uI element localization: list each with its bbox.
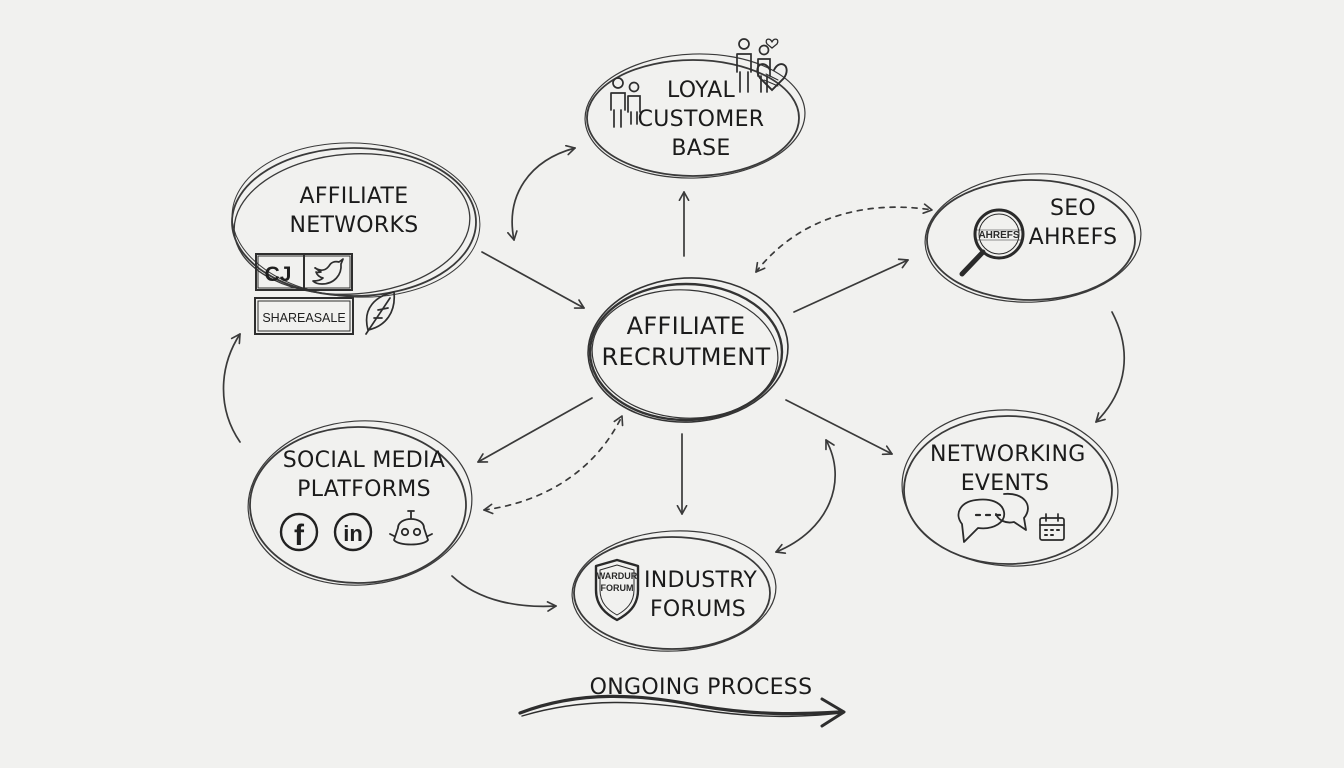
couple-heart-icon bbox=[736, 38, 788, 93]
node-label-line: INDUSTRY bbox=[644, 568, 758, 593]
node-label-line: BASE bbox=[671, 136, 731, 161]
node-label-line: NETWORKS bbox=[289, 213, 419, 238]
linkedin-icon bbox=[333, 512, 373, 552]
ongoing-process-label: ONGOING PROCESS bbox=[589, 675, 813, 700]
facebook-letter: f bbox=[294, 519, 305, 552]
node-label-line: NETWORKING bbox=[930, 442, 1086, 467]
node-label-networking-events: NETWORKING EVENTS bbox=[930, 440, 1086, 498]
arrow-social-to-forums bbox=[451, 575, 557, 612]
node-ellipse-social bbox=[247, 420, 473, 586]
arrow-networks-to-center bbox=[481, 251, 585, 309]
robot-icon bbox=[389, 510, 433, 546]
node-label-social-media-platforms: SOCIAL MEDIA PLATFORMS bbox=[272, 446, 456, 504]
shield-icon bbox=[594, 558, 640, 622]
node-label-line: SOCIAL MEDIA bbox=[282, 448, 446, 473]
linkedin-letters: in bbox=[343, 521, 363, 546]
node-ellipse-loyal bbox=[584, 53, 806, 179]
logo-boxes bbox=[254, 253, 354, 335]
node-label-seo-ahrefs: SEO AHREFS bbox=[1026, 194, 1120, 252]
node-label-loyal-customer-base: LOYAL CUSTOMER BASE bbox=[636, 76, 766, 163]
arrow-networking-forums bbox=[775, 439, 836, 554]
node-label-affiliate-networks: AFFILIATE NETWORKS bbox=[282, 182, 426, 240]
node-label-affiliate-recruitment: AFFILIATE RECRUTMENT bbox=[586, 311, 786, 373]
arrow-social-center-dashed bbox=[483, 415, 624, 515]
node-label-line: EVENTS bbox=[960, 471, 1050, 496]
node-ellipse-networks bbox=[231, 142, 481, 298]
magnifier-text: AHREFS bbox=[978, 230, 1019, 241]
node-label-industry-forums: INDUSTRY FORUMS bbox=[644, 566, 758, 624]
node-ellipse-forums bbox=[571, 530, 777, 652]
shield-text-2: FORUM bbox=[601, 583, 634, 593]
arrow-loyal-networks bbox=[507, 144, 576, 241]
people-icon bbox=[610, 77, 641, 128]
speech-bubbles-icon bbox=[957, 493, 1029, 543]
arrow-seo-center-dashed bbox=[755, 203, 933, 273]
node-label-line: AFFILIATE bbox=[299, 184, 409, 209]
magnifier-icon bbox=[959, 208, 1025, 277]
node-label-line: SEO bbox=[1049, 196, 1097, 221]
facebook-icon bbox=[279, 512, 319, 552]
node-label-line: LOYAL bbox=[666, 78, 736, 103]
arrow-center-to-social bbox=[477, 397, 593, 463]
arrow-social-to-networks bbox=[222, 333, 241, 443]
node-label-line: AFFILIATE bbox=[626, 312, 746, 340]
logo-cj: CJ bbox=[265, 263, 292, 286]
arrow-center-to-seo bbox=[793, 258, 909, 313]
node-label-line: FORUMS bbox=[649, 597, 747, 622]
node-ellipse-center bbox=[587, 277, 789, 423]
twitter-bird-icon bbox=[312, 258, 344, 285]
calendar-icon bbox=[1039, 513, 1065, 541]
ongoing-arrow-icon bbox=[518, 694, 846, 728]
node-label-line: RECRUTMENT bbox=[601, 343, 771, 371]
node-ellipse-networking bbox=[901, 409, 1119, 567]
arrow-center-to-networking bbox=[785, 399, 893, 456]
arrow-seo-to-networking bbox=[1095, 311, 1126, 423]
leaf-icon bbox=[365, 291, 396, 335]
node-label-line: AHREFS bbox=[1028, 225, 1118, 250]
node-label-line: PLATFORMS bbox=[297, 477, 431, 502]
logo-shareasale: SHAREASALE bbox=[262, 311, 345, 325]
shield-text-1: WARDUR bbox=[597, 571, 638, 581]
node-label-line: CUSTOMER bbox=[637, 107, 765, 132]
